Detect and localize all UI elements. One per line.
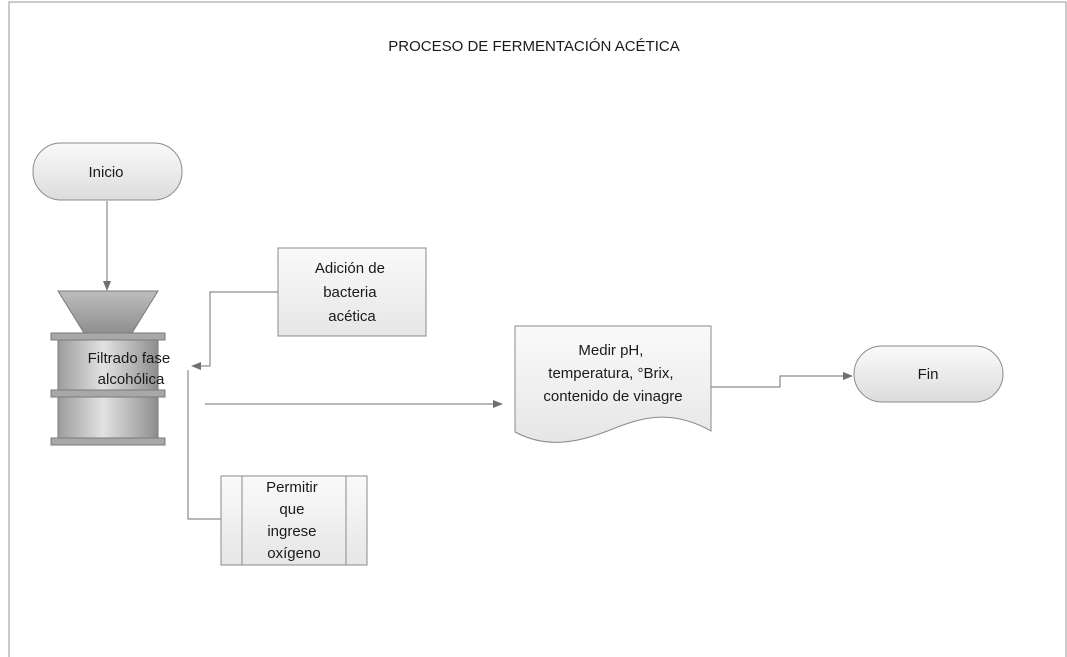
- barrel-lower-body: [57, 396, 159, 439]
- medir-label: Medir pH, temperatura, °Brix, contenido …: [543, 342, 682, 405]
- node-adicion: Adición de bacteria acética: [277, 247, 427, 337]
- diagram-title: PROCESO DE FERMENTACIÓN ACÉTICA: [388, 38, 679, 55]
- barrel-middle-rim: [50, 389, 166, 398]
- permitir-label-line-2: que: [279, 501, 304, 518]
- medir-label-line-3: contenido de vinagre: [543, 388, 682, 405]
- connectors: [103, 201, 853, 520]
- node-medir: Medir pH, temperatura, °Brix, contenido …: [514, 325, 712, 443]
- connector-medir-to-fin: [711, 372, 853, 388]
- node-filtrado: Filtrado fase alcohólica: [50, 290, 175, 446]
- medir-label-line-1: Medir pH,: [578, 342, 643, 359]
- node-permitir: Permitir que ingrese oxígeno: [220, 475, 368, 566]
- medir-label-line-2: temperatura, °Brix,: [548, 365, 673, 382]
- inicio-terminator-shape: [32, 142, 183, 201]
- node-inicio: Inicio: [32, 142, 183, 201]
- adicion-label-line-3: acética: [328, 308, 376, 325]
- adicion-process-shape: [277, 247, 427, 337]
- permitir-label-line-1: Permitir: [266, 479, 318, 496]
- inicio-label: Inicio: [88, 164, 123, 181]
- adicion-label: Adición de bacteria acética: [315, 260, 389, 325]
- fin-label: Fin: [918, 366, 939, 383]
- barrel-upper-body: [57, 339, 159, 391]
- permitir-label-line-4: oxígeno: [267, 545, 320, 562]
- adicion-label-line-2: bacteria: [323, 284, 377, 301]
- barrel-top-rim: [50, 332, 166, 341]
- connector-adicion-to-filtrado: [191, 291, 278, 370]
- permitir-label-line-3: ingrese: [267, 523, 316, 540]
- permitir-label: Permitir que ingrese oxígeno: [266, 479, 322, 562]
- connector-permitir-to-filtrado: [187, 370, 221, 520]
- filtrado-label-line-2: alcohólica: [98, 371, 165, 388]
- filtrado-label: Filtrado fase alcohólica: [88, 350, 175, 388]
- node-fin: Fin: [853, 345, 1004, 403]
- filtrado-label-line-1: Filtrado fase: [88, 350, 171, 367]
- permitir-predefined-process-shape: [220, 475, 368, 566]
- adicion-label-line-1: Adición de: [315, 260, 385, 277]
- barrel-bottom-rim: [50, 437, 166, 446]
- medir-document-shape: [514, 325, 712, 443]
- fin-terminator-shape: [853, 345, 1004, 403]
